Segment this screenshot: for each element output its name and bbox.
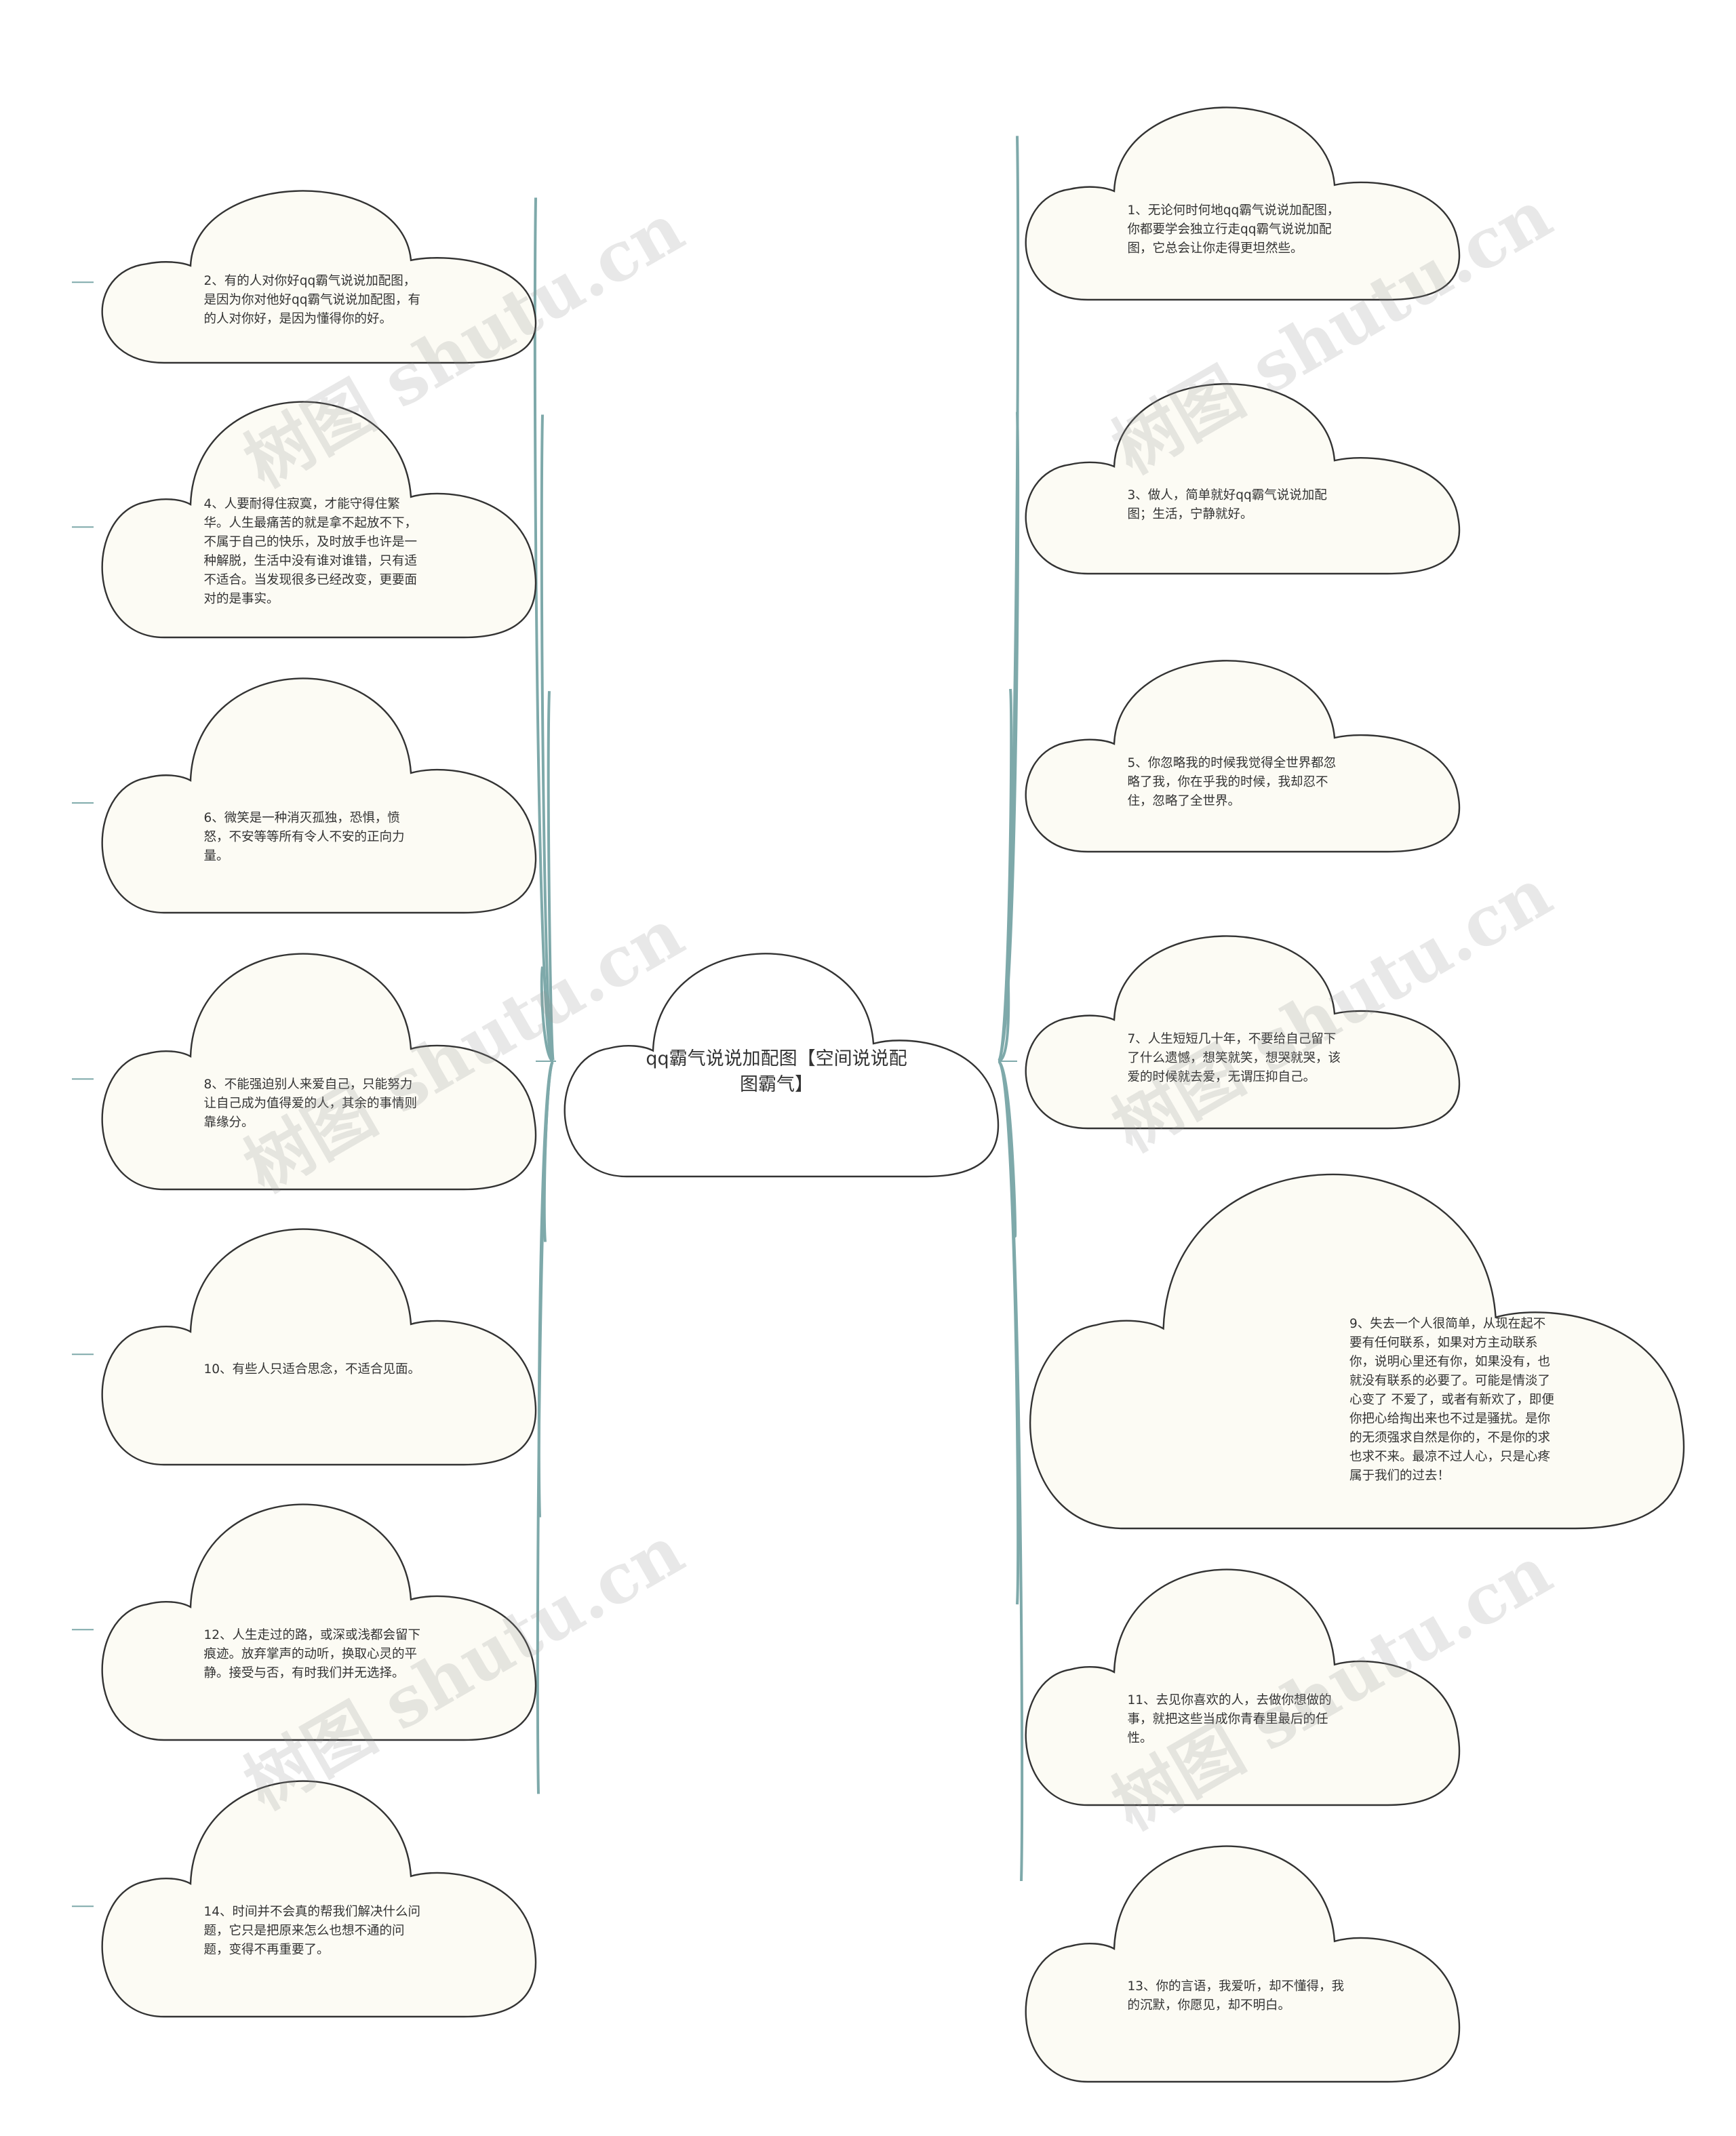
- cloud-node-n4: [101, 401, 537, 639]
- connector-center-n4: [540, 414, 555, 1063]
- connector-center-n3: [997, 412, 1020, 1063]
- node-text-n1: 1、无论何时何地qq霸气说说加配图，你都要学会独立行走qq霸气说说加配图，它总会…: [1127, 203, 1340, 256]
- node-text-n11: 11、去见你喜欢的人，去做你想做的事，就把这些当成你青春里最后的任性。: [1127, 1693, 1332, 1746]
- connector-center-n14: [536, 1060, 555, 1794]
- connector-center-n7: [998, 964, 1010, 1063]
- node-text-n5: 5、你忽略我的时候我觉得全世界都忽略了我，你在乎我的时候，我却忍不住，忽略了全世…: [1127, 756, 1337, 808]
- cloud-node-n3: [1025, 383, 1461, 575]
- connector-center-n11: [997, 1060, 1020, 1605]
- node-text-n14: 14、时间并不会真的帮我们解决什么问题，它只是把原来怎么也想不通的问题，变得不再…: [203, 1905, 421, 1958]
- connector-center-n8: [540, 966, 555, 1063]
- connector-center-n2: [533, 197, 555, 1063]
- cloud-node-n13: [1025, 1845, 1461, 2083]
- node-text-n4: 4、人要耐得住寂寞，才能守得住繁华。人生最痛苦的就是拿不起放不下，不属于自己的快…: [203, 497, 418, 607]
- cloud-node-n14: [101, 1780, 537, 2018]
- node-text-n2: 2、有的人对你好qq霸气说说加配图，是因为你对他好qq霸气说说加配图，有的人对你…: [203, 274, 421, 327]
- node-text-n6: 6、微笑是一种消灭孤独，恐惧，愤怒，不安等等所有令人不安的正向力量。: [203, 810, 405, 863]
- cloud-node-n7: [1025, 935, 1461, 1130]
- connector-center-n13: [997, 1060, 1024, 1882]
- connector-lines: [72, 136, 1024, 1907]
- node-text-n10: 10、有些人只适合思念，不适合见面。: [203, 1362, 421, 1377]
- connector-center-n5: [997, 688, 1013, 1063]
- node-text-n12: 12、人生走过的路，或深或浅都会留下痕迹。放弃掌声的动听，换取心灵的平静。接受与…: [203, 1628, 421, 1681]
- node-text-n9: 9、失去一个人很简单，从现在起不要有任何联系，如果对方主动联系你，说明心里还有你…: [1349, 1316, 1554, 1483]
- cloud-node-n6: [101, 677, 537, 914]
- connector-center-n6: [547, 691, 555, 1063]
- node-text-n3: 3、做人，简单就好qq霸气说说加配图；生活，宁静就好。: [1127, 488, 1327, 521]
- node-text-n8: 8、不能强迫别人来爱自己，只能努力让自己成为值得爱的人，其余的事情则靠缘分。: [203, 1077, 418, 1130]
- cloud-node-n12: [101, 1503, 537, 1741]
- node-text-n13: 13、你的言语，我爱听，却不懂得，我的沉默，你愿见，却不明白。: [1127, 1979, 1345, 2013]
- central-topic-text: qq霸气说说加配图【空间说说配图霸气】: [646, 1048, 907, 1095]
- cloud-nodes: [101, 106, 1685, 2083]
- cloud-node-n8: [101, 953, 537, 1191]
- cloud-node-n2: [101, 190, 537, 364]
- cloud-node-n10: [101, 1228, 537, 1466]
- cloud-node-n9: [1029, 1173, 1685, 1530]
- node-text-n7: 7、人生短短几十年，不要给自己留下了什么遗憾，想笑就笑，想哭就哭，该爱的时候就去…: [1127, 1032, 1341, 1085]
- central-topic-cloud: [564, 953, 1000, 1178]
- cloud-node-n11: [1025, 1568, 1461, 1806]
- cloud-node-n5: [1025, 660, 1461, 853]
- cloud-node-n1: [1025, 106, 1461, 301]
